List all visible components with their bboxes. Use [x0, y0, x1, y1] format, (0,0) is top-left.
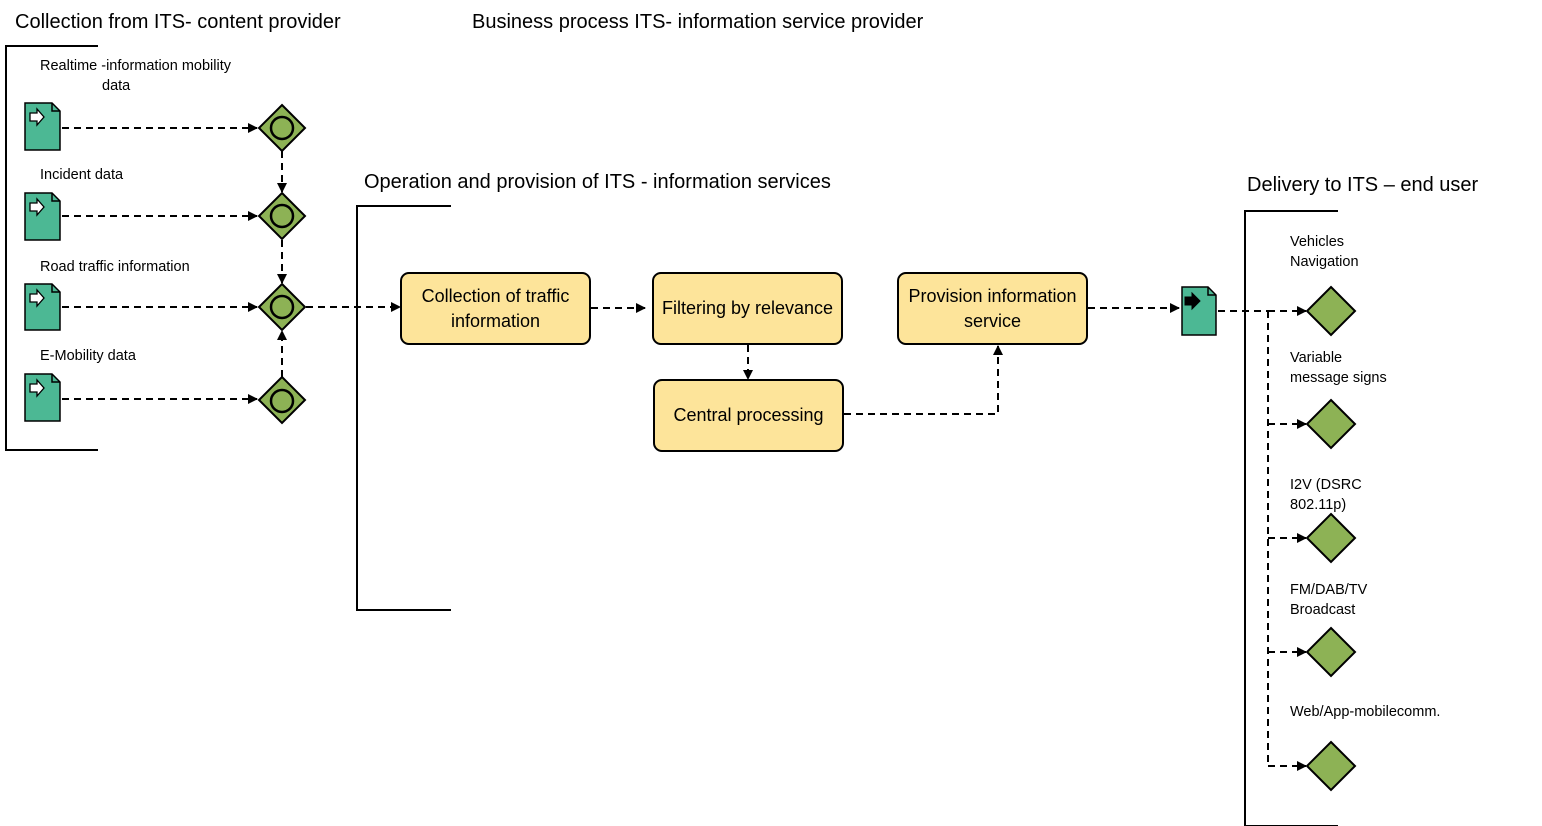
output-gateway-icon: [1305, 626, 1357, 678]
input-label: data: [102, 78, 131, 94]
input-data-object-icon: [24, 373, 61, 422]
flow-arrow-to-provision: [844, 345, 1003, 415]
collection-pool-title: Collection from ITS- content provider: [15, 11, 341, 33]
task-filtering[interactable]: Filtering by relevance: [652, 272, 843, 345]
output-label: Navigation: [1290, 254, 1359, 270]
output-label: Variable: [1290, 350, 1343, 366]
input-label: E-Mobility data: [40, 348, 136, 364]
operation-pool-bracket: [356, 205, 451, 611]
output-label: I2V (DSRC: [1290, 477, 1362, 493]
input-data-object-icon: [24, 283, 61, 331]
output-gateway-icon: [1305, 740, 1357, 792]
output-data-object-icon: [1181, 286, 1217, 336]
output-label: Broadcast: [1290, 602, 1356, 618]
output-gateway-icon: [1305, 285, 1357, 337]
collection-pool-bracket: [5, 45, 98, 451]
task-provision[interactable]: Provision information service: [897, 272, 1088, 345]
event-gateway-icon: [257, 375, 307, 425]
output-label: Vehicles: [1290, 234, 1345, 250]
input-label: Incident data: [40, 167, 124, 183]
output-label: FM/DAB/TV: [1290, 582, 1368, 598]
delivery-pool-bracket: [1244, 210, 1338, 826]
delivery-pool-title: Delivery to ITS – end user: [1247, 174, 1479, 196]
event-gateway-icon: [257, 191, 307, 241]
output-gateway-icon: [1305, 398, 1357, 450]
task-collection-traffic[interactable]: Collection of traffic information: [400, 272, 591, 345]
input-data-object-icon: [24, 192, 61, 241]
page-title: Business process ITS- information servic…: [472, 11, 924, 33]
output-label: 802.11p): [1290, 497, 1347, 513]
task-central-processing[interactable]: Central processing: [653, 379, 844, 452]
output-label: message signs: [1290, 370, 1387, 386]
output-gateway-icon: [1305, 512, 1357, 564]
input-label: Realtime -information mobility: [40, 58, 231, 74]
event-gateway-icon: [257, 282, 307, 332]
input-label: Road traffic information: [40, 259, 190, 275]
output-label: Web/App-mobilecomm.: [1290, 704, 1441, 720]
input-data-object-icon: [24, 102, 61, 151]
event-gateway-icon: [257, 103, 307, 153]
operation-pool-title: Operation and provision of ITS - informa…: [364, 171, 831, 193]
